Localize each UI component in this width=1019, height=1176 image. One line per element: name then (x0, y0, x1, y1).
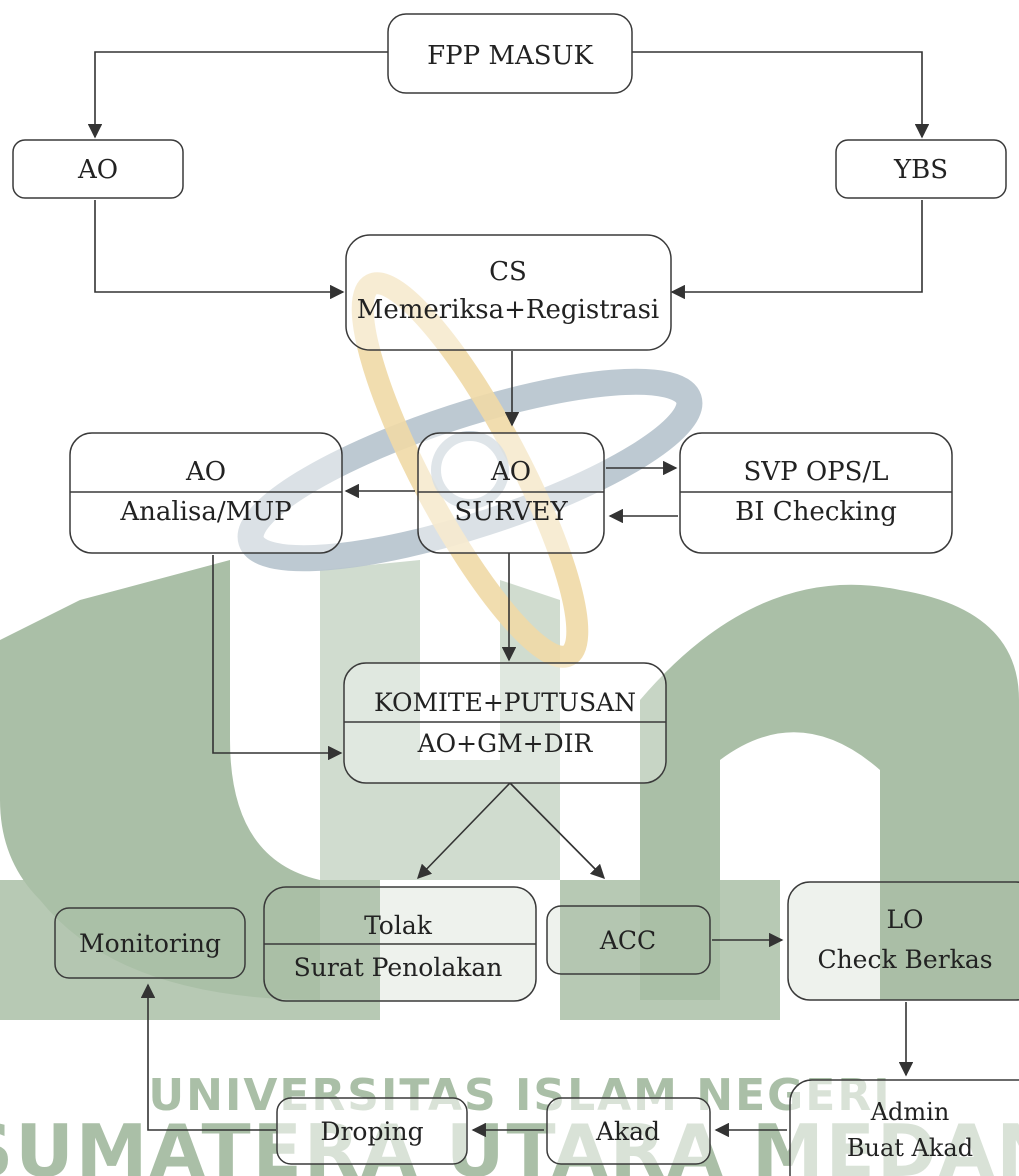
node-lo: LO Check Berkas (788, 882, 1019, 1000)
node-fpp-masuk: FPP MASUK (388, 14, 632, 93)
node-komite-bottom: AO+GM+DIR (417, 729, 594, 758)
node-droping-label: Droping (320, 1117, 423, 1146)
node-svp-ops-bottom: BI Checking (735, 497, 897, 527)
node-komite: KOMITE+PUTUSAN AO+GM+DIR (344, 663, 666, 783)
node-admin-line2: Buat Akad (847, 1134, 973, 1162)
node-tolak: Tolak Surat Penolakan (264, 887, 536, 1001)
node-ao-left: AO (13, 140, 183, 198)
arrow-fpp-to-ao (95, 52, 388, 137)
node-acc-label: ACC (599, 926, 656, 955)
arrow-ybs-to-cs (672, 200, 922, 292)
node-komite-top: KOMITE+PUTUSAN (374, 688, 636, 717)
node-lo-line1: LO (886, 905, 923, 934)
node-tolak-bottom: Surat Penolakan (294, 953, 503, 982)
node-svp-ops: SVP OPS/L BI Checking (680, 433, 952, 553)
node-droping: Droping (277, 1098, 467, 1164)
node-cs-line1: CS (489, 257, 527, 287)
node-ybs-label: YBS (893, 155, 948, 185)
node-ao-survey-bottom: SURVEY (454, 497, 568, 527)
node-monitoring-label: Monitoring (79, 929, 221, 958)
node-acc: ACC (547, 906, 710, 974)
node-akad: Akad (547, 1098, 710, 1164)
node-lo-line2: Check Berkas (817, 945, 992, 974)
node-ao-survey: AO SURVEY (418, 433, 604, 553)
node-cs: CS Memeriksa+Registrasi (346, 235, 671, 350)
node-admin: Admin Buat Akad (790, 1080, 1019, 1176)
node-fpp-masuk-label: FPP MASUK (427, 41, 593, 71)
node-cs-line2: Memeriksa+Registrasi (357, 295, 659, 325)
node-ao-analisa-bottom: Analisa/MUP (119, 497, 291, 527)
node-ao-left-label: AO (77, 155, 118, 185)
node-monitoring: Monitoring (55, 908, 245, 978)
arrow-ao-to-cs (95, 200, 343, 292)
node-ao-survey-top: AO (490, 457, 531, 487)
arrow-fpp-to-ybs (632, 52, 922, 137)
node-admin-line1: Admin (870, 1098, 950, 1126)
node-ao-analisa: AO Analisa/MUP (70, 433, 342, 553)
node-akad-label: Akad (595, 1117, 660, 1146)
node-ybs: YBS (836, 140, 1006, 198)
node-ao-analisa-top: AO (185, 457, 226, 487)
node-svp-ops-top: SVP OPS/L (744, 457, 889, 487)
node-tolak-top: Tolak (364, 911, 433, 940)
